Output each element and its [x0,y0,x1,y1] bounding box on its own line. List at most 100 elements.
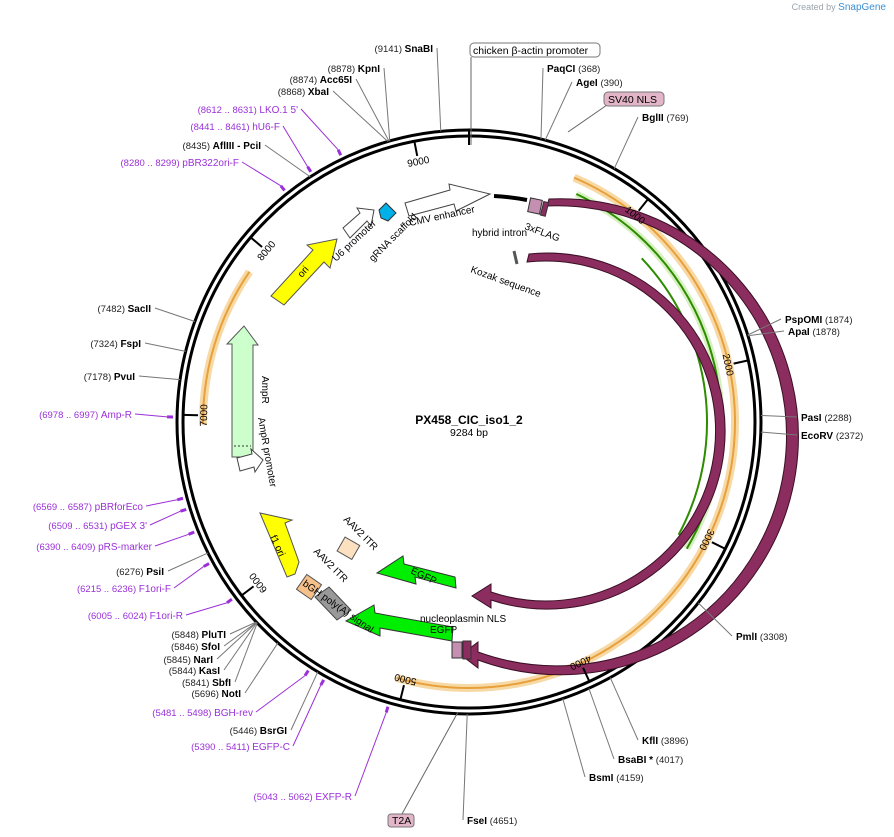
enzyme-leader [544,81,573,141]
feature-arrows [225,183,799,676]
enzyme-position: (5846) [171,642,201,653]
primer-leader [282,125,309,167]
tick-label: 6000 [247,570,270,595]
enzyme-site-15[interactable]: BsmI (4159) [589,773,644,784]
enzyme-site-25[interactable]: (7178) PvuI [84,372,135,383]
enzyme-site-27[interactable]: (7482) SacII [98,304,152,315]
enzyme-leader [613,116,639,169]
plasmid-name: PX458_CIC_iso1_2 [415,413,523,427]
primer-site-11[interactable]: (5043 .. 5062) EXFP-R [254,792,352,803]
primer-leader [185,602,228,616]
ampr-promoter-arrow[interactable] [236,447,264,474]
enzyme-site-23[interactable]: (5848) PluTI [171,630,226,641]
boxed-sv40-nls[interactable]: SV40 NLS [567,91,665,133]
enzyme-site-19[interactable]: (5841) SbfI [182,678,231,689]
enzyme-site-26[interactable]: (7324) FspI [90,339,141,350]
ori-arrow[interactable] [270,238,338,306]
primer-mark [176,496,184,502]
enzyme-site-11[interactable]: EcoRV (2372) [801,431,863,442]
flag-block-b[interactable] [539,200,550,217]
primer-mark [319,679,326,686]
primer-site-8[interactable]: (6005 .. 6024) F1ori-R [88,611,183,622]
orf-arc-orange-left [202,271,251,425]
enzyme-site-2[interactable]: (8874) Acc65I [290,75,353,86]
primer-site-3[interactable]: (6978 .. 6997) Amp-R [39,410,132,421]
primer-range: (5390 .. 5411) [191,742,252,753]
enzyme-name: XbaI [308,87,329,98]
primer-site-1[interactable]: (8441 .. 8461) hU6-F [190,122,280,133]
cmv-enhancer-arrow[interactable] [404,183,492,217]
boxed-t2a[interactable]: T2A [387,711,459,828]
primer-mark [384,706,390,713]
egfp-arrow-inner[interactable] [375,555,457,589]
primer-mark [180,507,187,513]
primer-labels: (8612 .. 8631) LKO.1 5' (8441 .. 8461) hU… [33,105,390,803]
enzyme-position: (5446) [230,726,260,737]
enzyme-leader [747,330,785,337]
boxed-chicken-actin[interactable]: chicken β-actin promoter [469,42,601,145]
enzyme-position: (8868) [278,87,308,98]
aav2-itr-box-bottom[interactable] [295,573,323,601]
enzyme-position: (8874) [290,75,320,86]
enzyme-site-22[interactable]: (5846) SfoI [171,642,220,653]
grna-scaffold-arrow[interactable] [378,202,397,222]
enzyme-site-1[interactable]: (8878) KpnI [328,64,381,75]
primer-leader [154,533,189,547]
enzyme-site-18[interactable]: (5696) NotI [191,689,241,700]
aav2-itr-box-top[interactable] [336,536,361,561]
egfp-arrow-outer[interactable] [344,604,454,642]
u6-promoter-arrow[interactable] [342,207,375,239]
enzyme-site-3[interactable]: (8868) XbaI [278,87,329,98]
primer-mark [279,184,286,192]
nls-block-a[interactable] [451,641,463,659]
enzyme-site-21[interactable]: (5845) NarI [163,655,213,666]
enzyme-site-7[interactable]: BglII (769) [642,113,689,124]
enzyme-position: (5841) [182,678,212,689]
primer-leader [255,675,306,713]
ampr-arrow[interactable] [225,325,259,458]
enzyme-name: FseI [467,816,490,827]
primer-site-6[interactable]: (6390 .. 6409) pRS-marker [36,542,152,553]
enzyme-site-5[interactable]: PaqCI (368) [547,64,600,75]
enzyme-leader [760,431,798,436]
enzyme-site-24[interactable]: (6276) PsiI [116,567,164,578]
enzyme-site-4[interactable]: (8435) AflIII - PciI [183,141,262,152]
cas9-arrow-outer[interactable] [460,198,799,676]
enzyme-name: KpnI [358,64,380,75]
enzyme-position: (5844) [169,666,199,677]
primer-site-5[interactable]: (6509 .. 6531) pGEX 3' [48,521,147,532]
cas9-arrow-inner[interactable] [471,252,726,610]
label-egfp-outer: EGFP [430,625,458,636]
enzyme-site-16[interactable]: FseI (4651) [467,816,517,827]
enzyme-position: (9141) [375,44,405,55]
primer-site-4[interactable]: (6569 .. 6587) pBRforEco [33,502,144,513]
primer-site-10[interactable]: (5390 .. 5411) EGFP-C [191,742,290,753]
enzyme-name: Acc65I [320,75,352,86]
f1-ori-arrow[interactable] [259,512,300,578]
enzyme-site-20[interactable]: (5844) KasI [169,666,220,677]
primer-site-0[interactable]: (8612 .. 8631) LKO.1 5' [198,105,298,116]
tick-label: 2000 [720,353,736,378]
enzyme-site-6[interactable]: AgeI (390) [576,78,623,89]
enzyme-site-12[interactable]: PmlI (3308) [736,632,787,643]
primer-site-2[interactable]: (8280 .. 8299) pBR322ori-F [121,158,240,169]
primer-site-7[interactable]: (6215 .. 6236) F1ori-F [77,584,171,595]
flag-block-a[interactable] [527,197,543,215]
enzyme-name: SacII [128,304,152,315]
nls-block-b[interactable] [462,640,472,660]
primer-leader [292,684,322,747]
enzyme-site-0[interactable]: (9141) SnaBI [375,44,434,55]
enzyme-site-9[interactable]: ApaI (1878) [788,327,840,338]
primer-site-9[interactable]: (5481 .. 5498) BGH-rev [152,708,253,719]
enzyme-site-13[interactable]: KflI (3896) [642,736,688,747]
primer-name: BGH-rev [214,708,253,719]
enzyme-site-10[interactable]: PasI (2288) [801,413,852,424]
hybrid-intron-arc[interactable] [493,194,528,202]
enzyme-name: SfoI [201,642,220,653]
snapgene-credit: Created by SnapGene [792,2,886,13]
label-hybrid-intron: hybrid intron [472,228,527,239]
enzyme-site-17[interactable]: (5446) BsrGI [230,726,288,737]
enzyme-site-14[interactable]: BsaBI * (4017) [618,755,683,766]
enzyme-site-8[interactable]: PspOMI (1874) [785,315,852,326]
bgh-polya-block[interactable] [314,586,352,621]
